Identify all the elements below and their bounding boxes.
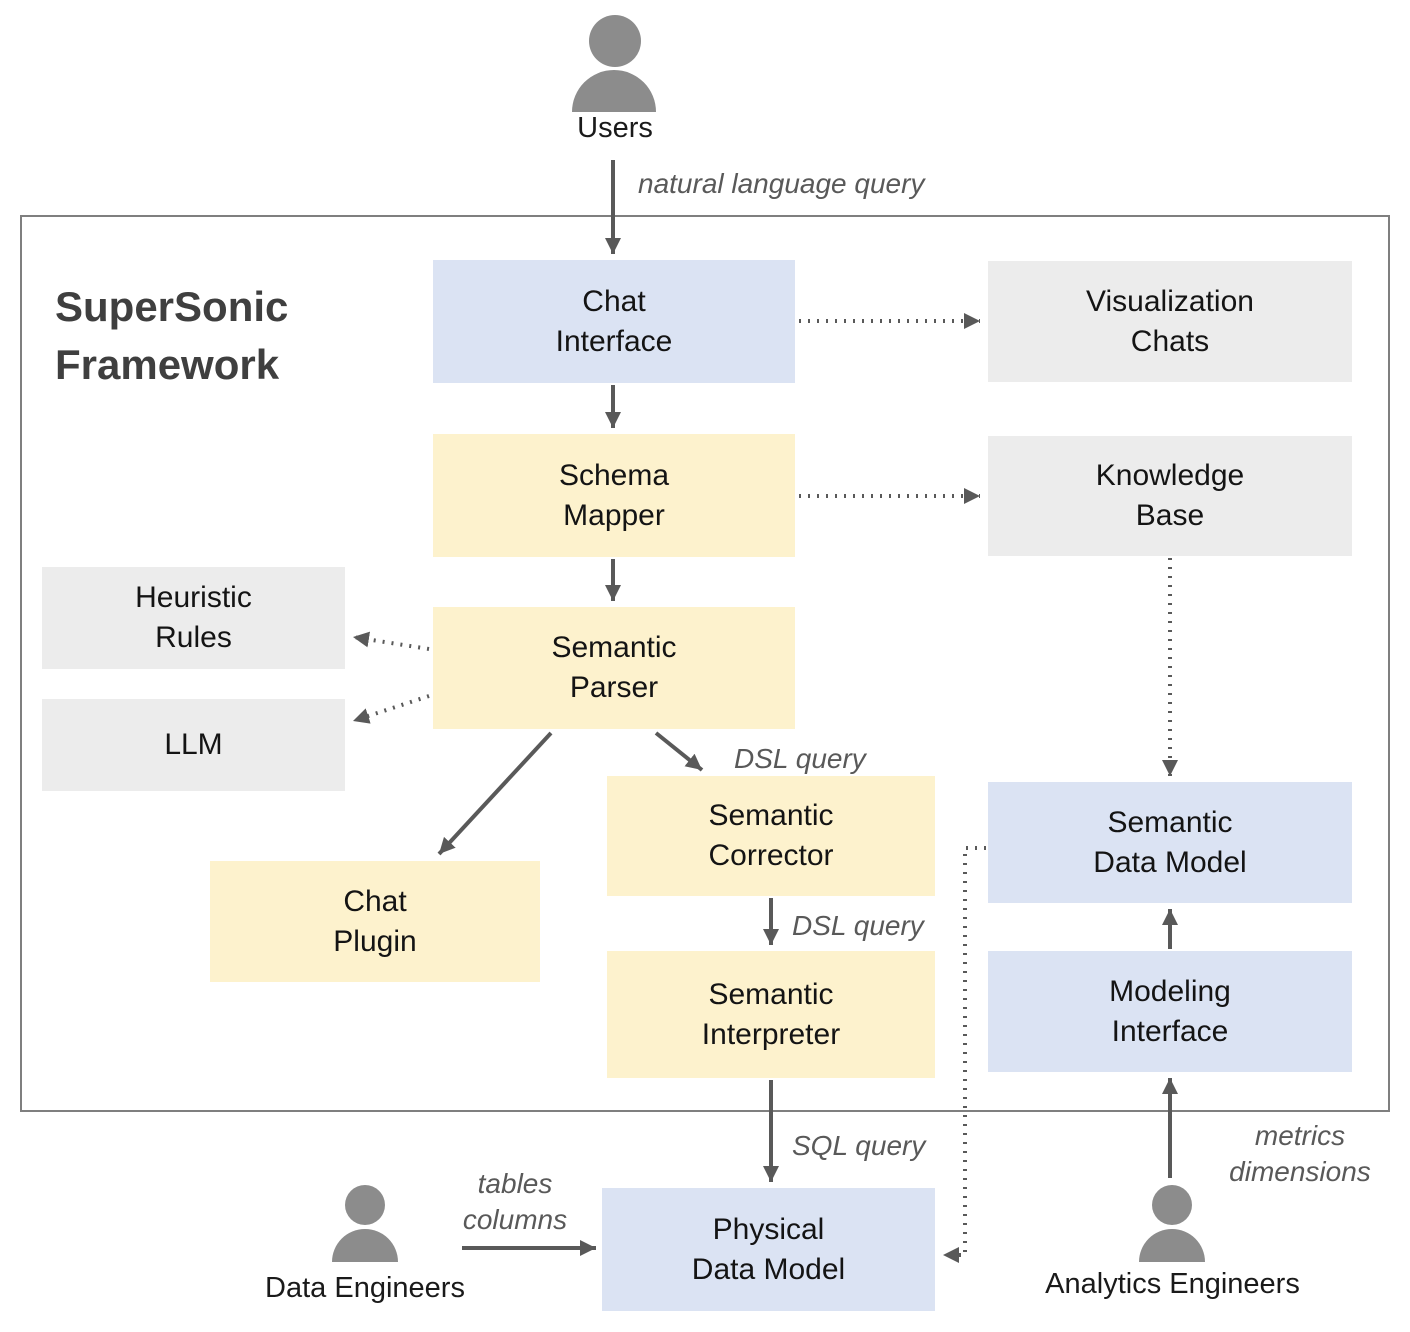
node-semantic-parser: Semantic Parser [433,607,795,729]
users-icon [572,15,656,112]
node-chat-interface: Chat Interface [433,260,795,383]
framework-boundary [20,215,1390,1112]
node-chat-plugin: Chat Plugin [210,861,540,982]
edge-label-dsl-query-1: DSL query [734,743,866,774]
actor-label-users: Users [577,112,653,144]
node-heuristic-rules: Heuristic Rules [42,567,345,669]
node-modeling-interface: Modeling Interface [988,951,1352,1072]
node-visualization-chats: Visualization Chats [988,261,1352,382]
edge-label-tables-columns: tables columns [462,1168,568,1236]
framework-title: SuperSonic Framework [55,283,289,388]
node-semantic-data-model: Semantic Data Model [988,782,1352,903]
node-llm: LLM [42,699,345,791]
node-knowledge-base: Knowledge Base [988,436,1352,556]
edge-label-dsl-query-2: DSL query [792,910,924,941]
data-engineers-icon [332,1185,398,1262]
node-physical-data-model: Physical Data Model [602,1188,935,1311]
edge-label-metrics-dimensions: metrics dimensions [1229,1120,1371,1188]
edge-label-natural-language-query: natural language query [638,168,925,199]
analytics-engineers-icon [1139,1185,1205,1262]
node-schema-mapper: Schema Mapper [433,434,795,557]
edge-label-sql-query: SQL query [792,1130,926,1161]
node-semantic-corrector: Semantic Corrector [607,776,935,896]
actor-label-data-engineers: Data Engineers [265,1272,465,1304]
node-semantic-interpreter: Semantic Interpreter [607,951,935,1078]
actor-label-analytics-engineers: Analytics Engineers [1045,1268,1300,1300]
